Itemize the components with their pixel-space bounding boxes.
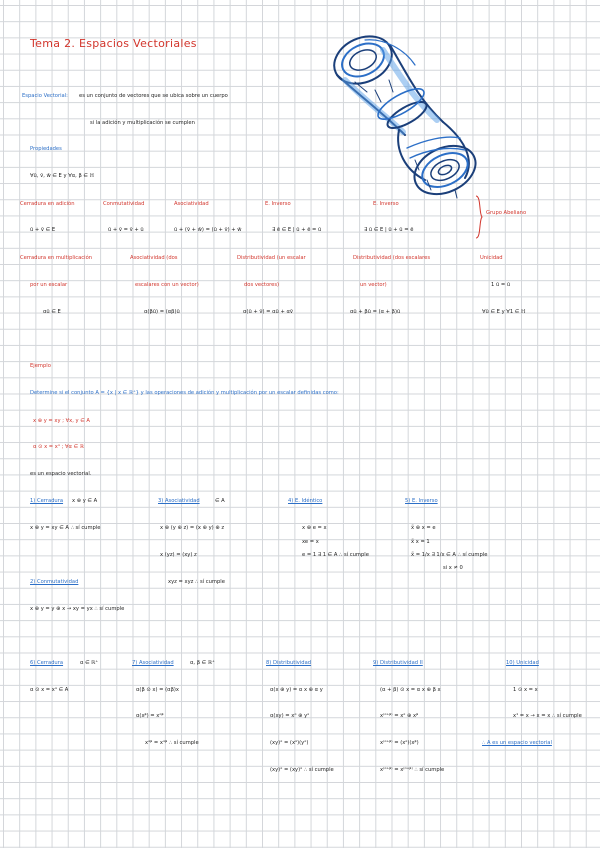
definition-term: Espacio Vectorial: [22,93,68,99]
prop-cerradura-mult-name: Cerradura en multiplicación [20,255,93,261]
p2-distrib1-line1: α(x ⊕ y) = α x ⊕ α y [270,687,323,693]
example-statement: Determine si el conjunto A = {x | x ∈ ℝ⁺… [30,390,339,396]
prop-cerradura-mult-name2: por un escalar [30,282,68,288]
p1-asoc-line3: xyz = xyz ∴ sí cumple [168,579,225,585]
example-heading: Ejemplo [30,363,51,369]
prop-conmutatividad-name: Conmutatividad [103,201,145,207]
prop-asoc-escalar-name2: escalares con un vector) [135,282,199,288]
p1-asoc-line2: x (yz) = (xy) z [160,552,197,558]
prop-distrib2-name: Distributividad (dos escalares [353,255,431,261]
tornado-illustration [333,35,477,199]
prop-e-inverso-formula: ∃ ū ∈ E | ū + ū = ē [364,227,414,233]
p2-distrib2-line4: x⁽ᵅ⁺ᵝ⁾ = x⁽ᵅ⁺ᵝ⁾ ∴ sí cumple [380,767,445,773]
prop-unicidad-name: Unicidad [480,255,503,261]
p1-inverso-line2: x̃ x = 1 [411,539,430,545]
prop-cerradura-adicion-formula: ū + v̄ ∈ E [30,227,56,233]
p2-distrib2-line2: x⁽ᵅ⁺ᵝ⁾ = xᵅ ⊕ xᵝ [380,713,419,719]
prop-e-identico-formula: ∃ ē ∈ E | ū + ē = ū [272,227,322,233]
prop-distrib1-formula: α(ū + v̄) = αū + αv̄ [243,309,293,315]
p2-asoc-line3: xᵅᵝ = xᵅᵝ ∴ sí cumple [145,740,199,746]
p2-cerradura-label2: α ∈ ℝ⁺ [80,660,99,666]
p1-inverso-line1: x̃ ⊕ x = e [411,525,436,531]
p2-distrib1-label: 8) Distributividad [266,660,312,666]
definition-line2: si la adición y multiplicación se cumple… [90,120,195,126]
p1-cerradura-line: x ⊕ y = xy ∈ A ∴ sí cumple [30,525,101,531]
p2-asoc-line2: α(xᵝ) = xᵅᵝ [136,713,164,719]
p1-asoc-line1: x ⊕ (y ⊕ z) = (x ⊕ y) ⊕ z [160,525,225,531]
p1-inverso-line4: si x ≠ 0 [443,565,463,571]
page-title: Tema 2. Espacios Vectoriales [30,37,197,50]
p1-asoc-label: 3) Asociatividad [158,498,200,504]
p2-distrib2-label: 9) Distributividad II [373,660,423,666]
p2-cerradura-label: 6) Cerradura [30,660,64,666]
final-conclusion: ∴ A es un espacio vectorial [482,740,552,746]
p2-distrib2-line3: x⁽ᵅ⁺ᵝ⁾ = (xᵅ)(xᵝ) [380,740,419,746]
example-op1: x ⊕ y = xy ; ∀x, y ∈ A [33,418,90,424]
brace-icon [475,195,483,239]
p2-distrib1-line3: (xy)ᵅ = (xᵅ)(yᵅ) [270,740,309,746]
p1-identico-line1: x ⊕ e = x [302,525,327,531]
p2-asoc-label: 7) Asociatividad [132,660,174,666]
p1-identico-label: 4) E. Idéntico [288,498,323,504]
prop-unicidad-formula: ∀ū ∈ E y ∀1 ∈ ℍ [482,309,526,315]
prop-asociatividad-name: Asociatividad [174,201,209,207]
definition-line1: es un conjunto de vectores que se ubica … [79,93,228,99]
prop-cerradura-mult-formula: αū ∈ E [43,309,61,315]
p1-inverso-label: 5) E. Inverso [405,498,438,504]
p1-asoc-label2: ∈ A [215,498,225,504]
example-conclusion-line: es un espacio vectorial. [30,471,92,477]
prop-distrib2-formula: αū + βū = (α + β)ū [350,309,401,315]
prop-e-inverso-name: E. Inverso [373,201,399,207]
prop-conmutatividad-formula: ū + v̄ = v̄ + ū [108,227,144,233]
prop-e-identico-name: E. Inverso [265,201,291,207]
prop-cerradura-adicion-name: Cerradura en adición [20,201,75,207]
p1-inverso-line3: x̃ = 1/x ∃ 1/x ∈ A ∴ sí cumple [411,552,488,558]
example-op2: α ⊙ x = xᵅ ; ∀α ∈ ℝ [33,444,84,450]
p2-distrib1-line4: (xy)ᵅ = (xy)ᵅ ∴ sí cumple [270,767,334,773]
quantifiers: ∀ū, v̄, w̄ ∈ E y ∀α, β ∈ ℍ [30,173,95,179]
prop-distrib2-name2: un vector) [360,282,387,288]
p2-cerradura-line: α ⊙ x = xᵅ ∈ A [30,687,69,693]
prop-distrib1-name: Distributividad (un escalar [237,255,306,261]
p2-asoc-label2: α, β ∈ ℝ⁺ [190,660,215,666]
p2-asoc-line1: α(β ⊙ x) = (αβ)x [136,687,179,693]
p1-cerradura-label: 1) Cerradura [30,498,64,504]
p2-unicidad-label: 10) Unicidad [506,660,539,666]
prop-unicidad-name2: 1 ū = ū [491,282,511,288]
p1-conmut-label: 2) Conmutatividad [30,579,79,585]
p2-distrib2-line1: (α + β) ⊙ x = α x ⊕ β x [380,687,441,693]
grupo-abeliano-label: Grupo Abeliano [486,210,527,216]
p1-identico-line2: xe = x [302,539,319,545]
prop-distrib1-name2: dos vectores) [244,282,280,288]
prop-asoc-escalar-name: Asociatividad (dos [130,255,178,261]
prop-asociatividad-formula: ū + (v̄ + w̄) = (ū + v̄) + w̄ [174,227,242,233]
p1-conmut-line: x ⊕ y = y ⊕ x → xy = yx ∴ sí cumple [30,606,125,612]
p1-cerradura-label2: x ⊕ y ∈ A [72,498,98,504]
p2-unicidad-line2: x¹ = x → x = x ∴ sí cumple [513,713,582,719]
properties-heading: Propiedades [30,146,62,152]
prop-asoc-escalar-formula: α(βū) = (αβ)ū [144,309,180,315]
p2-distrib1-line2: α(xy) = xᵅ ⊕ yᵅ [270,713,310,719]
p2-unicidad-line1: 1 ⊙ x = x [513,687,538,693]
p1-identico-line3: e = 1 ∃ 1 ∈ A ∴ sí cumple [302,552,369,558]
